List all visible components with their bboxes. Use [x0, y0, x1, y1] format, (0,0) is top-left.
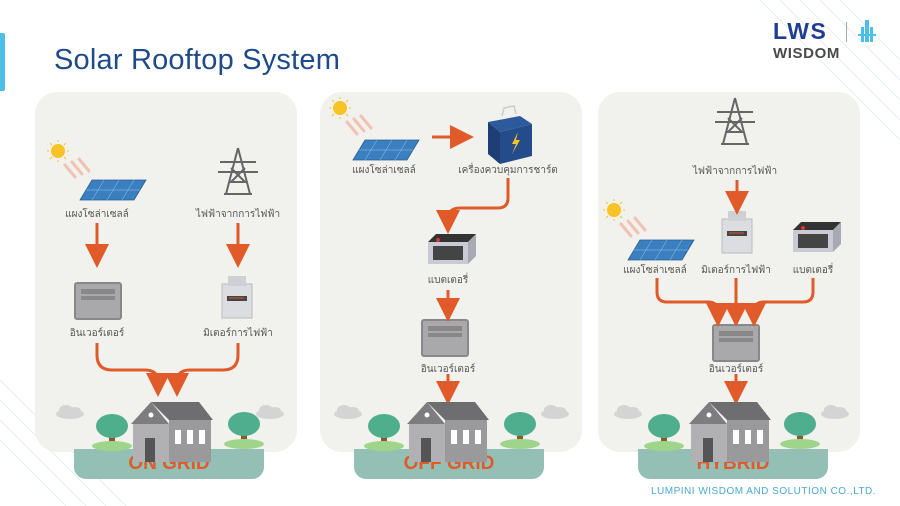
label-solar-panel: แผงโซล่าเซลล์ [352, 165, 416, 176]
label-grid-power: ไฟฟ้าจากการไฟฟ้า [195, 209, 281, 220]
company-footer: LUMPINI WISDOM AND SOLUTION CO.,LTD. [651, 486, 877, 497]
system-label-off-grid: OFF GRID [403, 453, 495, 474]
logo-separator [846, 22, 847, 42]
label-inverter: อินเวอร์เตอร์ [420, 364, 476, 375]
system-label-on-grid: ON GRID [128, 453, 210, 474]
panel-on-grid [35, 92, 297, 452]
accent-bar [0, 33, 5, 91]
system-label-hybrid: HYBRID [696, 453, 770, 474]
ground-off-grid: OFF GRID [354, 449, 544, 479]
label-solar-panel: แผงโซล่าเซลล์ [65, 209, 129, 220]
panel-off-grid [320, 92, 582, 452]
building-icon [858, 20, 876, 42]
label-charge-controller: เครื่องควบคุมการชาร์ต [458, 165, 558, 176]
label-solar-panel: แผงโซล่าเซลล์ [623, 265, 687, 276]
logo-text-lws: LWS [773, 18, 828, 44]
label-meter: มิเตอร์การไฟฟ้า [203, 328, 273, 339]
label-inverter: อินเวอร์เตอร์ [708, 364, 764, 375]
company-logo: LWS WISDOM [773, 18, 888, 64]
label-battery: แบตเตอรี่ [792, 265, 834, 276]
ground-hybrid: HYBRID [638, 449, 828, 479]
logo-text-wisdom: WISDOM [773, 45, 840, 62]
label-meter: มิเตอร์การไฟฟ้า [701, 265, 771, 276]
ground-on-grid: ON GRID [74, 449, 264, 479]
label-battery: แบตเตอรี่ [427, 275, 469, 286]
label-inverter: อินเวอร์เตอร์ [69, 328, 125, 339]
label-grid-power: ไฟฟ้าจากการไฟฟ้า [692, 166, 778, 177]
page-title: Solar Rooftop System [54, 44, 341, 76]
